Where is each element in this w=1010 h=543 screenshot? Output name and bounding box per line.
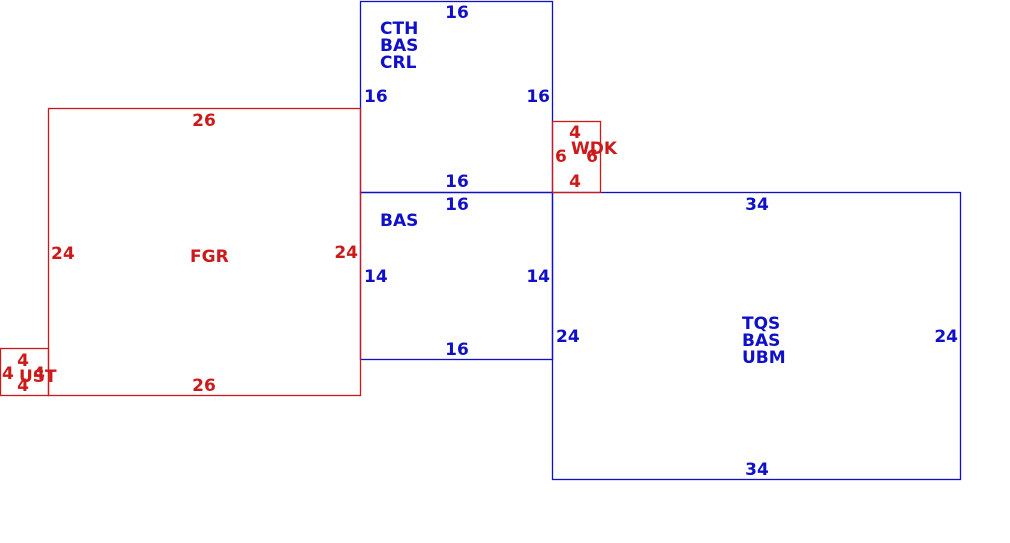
tqs-dim-top: 34 [745,195,769,215]
fgr-area: FGR 26 24 24 26 [51,111,358,396]
cth-code-2: BAS [380,36,418,56]
fgr-code-1: FGR [190,247,229,267]
tqs-code-3: UBM [742,348,786,368]
fgr-dim-right: 24 [334,243,358,263]
ust-area-outline [0,347,50,397]
ust-code-1: UST [19,367,57,387]
bas-area: BAS 16 14 14 16 [364,195,550,360]
ust-area: UST 4 4 4 4 [2,351,57,396]
cth-dim-right: 16 [526,87,550,107]
fgr-area-outline [47,107,362,397]
cth-code-3: CRL [380,53,417,73]
tqs-dim-right: 24 [934,327,958,347]
red-areas [0,107,602,397]
cth-code-1: CTH [380,19,418,39]
ust-dim-right: 4 [33,364,45,384]
wdk-area: WDK 4 6 6 4 [555,123,618,192]
ust-dim-top: 4 [17,351,29,371]
wdk-dim-bottom: 4 [569,172,581,192]
tqs-area-outline [551,191,962,481]
cth-dim-bottom: 16 [445,172,469,192]
fgr-dim-top: 26 [192,111,216,131]
wdk-dim-left: 6 [555,147,567,167]
tqs-area: TQS BAS UBM 34 24 24 34 [556,195,958,480]
wdk-dim-right: 6 [586,147,598,167]
fgr-dim-bottom: 26 [192,376,216,396]
fgr-dim-left: 24 [51,244,75,264]
cth-dim-left: 16 [364,87,388,107]
cth-area: CTH BAS CRL 16 16 16 16 [364,3,550,192]
bas-code-1: BAS [380,211,418,231]
bas-dim-bottom: 16 [445,340,469,360]
tqs-dim-left: 24 [556,327,580,347]
bas-dim-right: 14 [526,267,550,287]
wdk-area-outline [551,120,602,194]
wdk-code-1: WDK [571,139,618,159]
ust-dim-bottom: 4 [17,376,29,396]
cth-dim-top: 16 [445,3,469,23]
tqs-code-2: BAS [742,331,780,351]
tqs-dim-bottom: 34 [745,460,769,480]
bas-dim-left: 14 [364,267,388,287]
tqs-code-1: TQS [742,314,780,334]
blue-areas [359,0,962,481]
wdk-dim-top: 4 [569,123,581,143]
ust-dim-left: 4 [2,364,14,384]
bas-dim-top: 16 [445,195,469,215]
